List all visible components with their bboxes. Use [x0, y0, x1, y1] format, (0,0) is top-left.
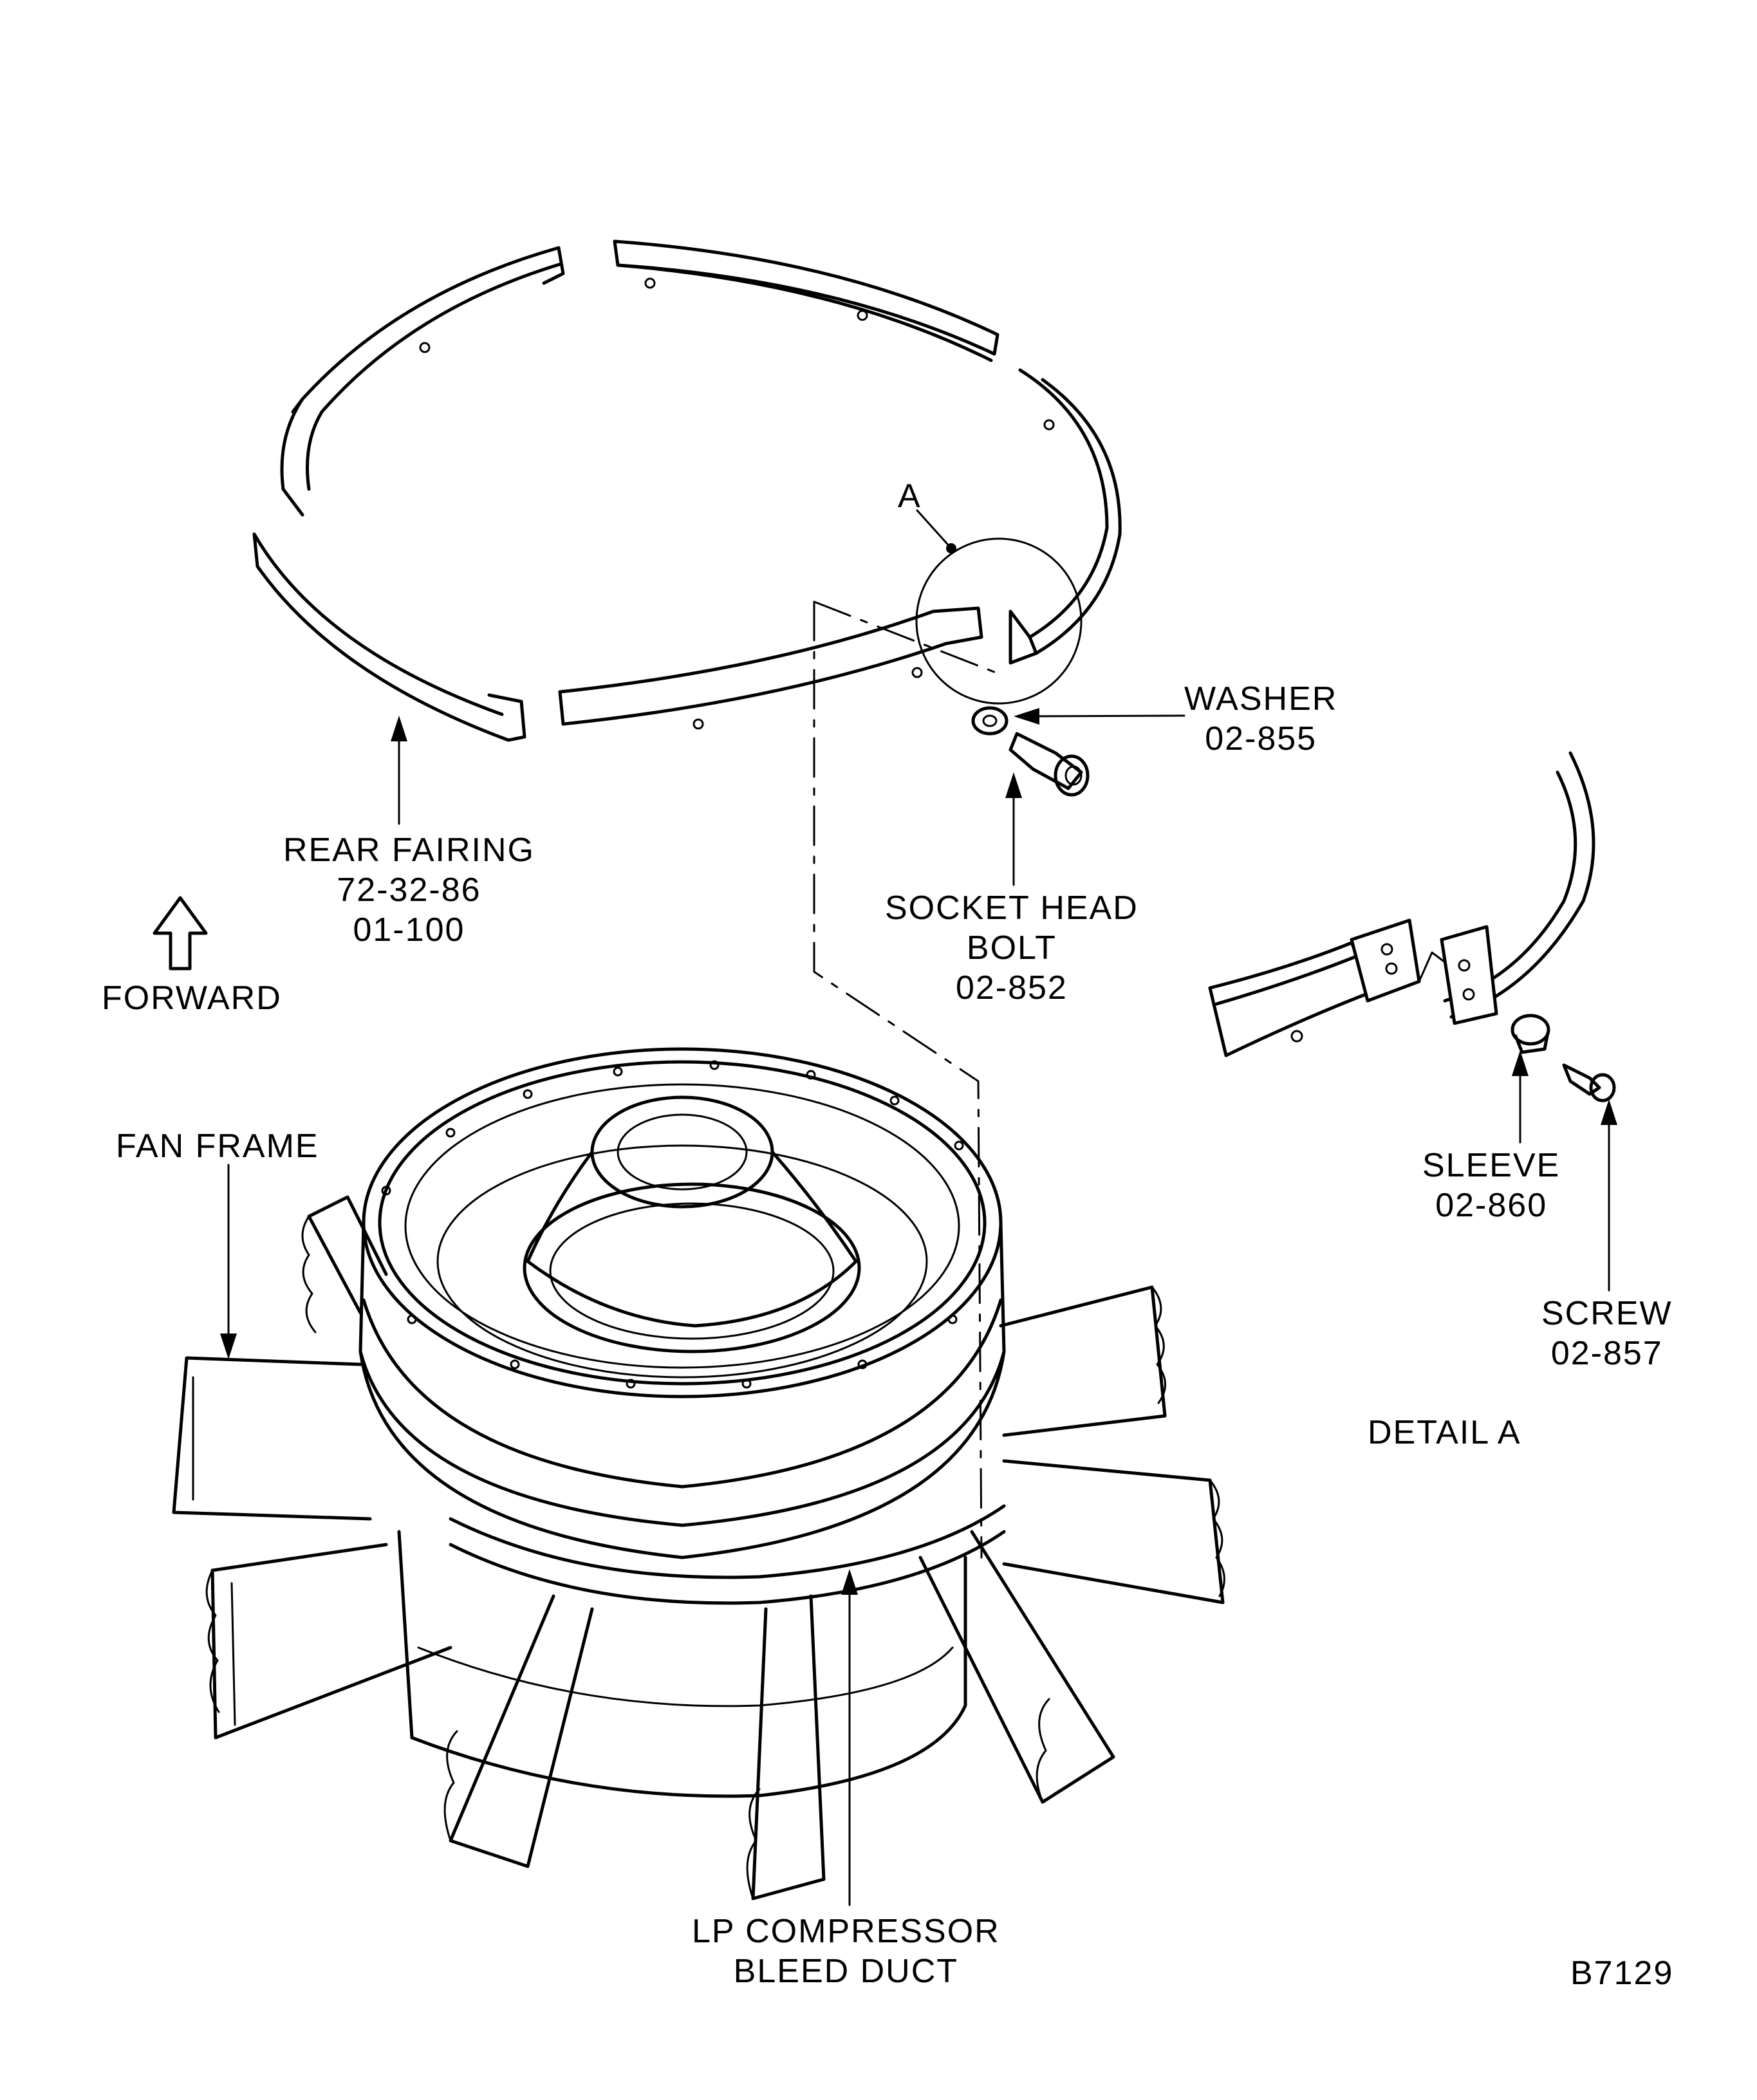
washer-name: WASHER — [1184, 680, 1338, 718]
socket-head-bolt-name-1: SOCKET HEAD — [885, 889, 1139, 927]
rear-fairing-ref: 72-32-86 — [337, 871, 481, 909]
figure-number: B7129 — [1570, 1955, 1674, 1992]
rear-fairing-part-number: 01-100 — [353, 911, 465, 949]
socket-head-bolt-label: SOCKET HEAD BOLT 02-852 — [885, 888, 1139, 1008]
detail-a-ref-label: A — [898, 478, 922, 515]
sleeve-label: SLEEVE 02-860 — [1422, 1146, 1560, 1225]
screw-label: SCREW 02-857 — [1541, 1294, 1673, 1373]
detail-a-title: DETAIL A — [1368, 1414, 1521, 1451]
socket-head-bolt-name-2: BOLT — [966, 929, 1057, 967]
detail-a-callout — [915, 509, 1083, 705]
screw-name: SCREW — [1541, 1295, 1673, 1332]
rear-fairing-name: REAR FAIRING — [283, 832, 535, 869]
rear-fairing-label: REAR FAIRING 72-32-86 01-100 — [283, 830, 535, 950]
forward-label: FORWARD — [102, 980, 282, 1017]
screw-part-number: 02-857 — [1550, 1335, 1663, 1372]
forward-arrow — [153, 896, 208, 971]
washer-part-number: 02-855 — [1205, 720, 1317, 757]
detail-a-drawing — [1208, 751, 1616, 1102]
washer-label: WASHER 02-855 — [1184, 679, 1337, 759]
rear-fairing-ring — [252, 239, 1122, 742]
washer-and-bolt-parts — [971, 706, 1090, 797]
sleeve-part-number: 02-860 — [1435, 1187, 1548, 1224]
fan-frame-label: FAN FRAME — [116, 1128, 319, 1165]
bleed-duct-name: BLEED DUCT — [733, 1953, 959, 1990]
lp-compressor-bleed-duct-label: LP COMPRESSOR BLEED DUCT — [692, 1911, 1000, 1991]
lp-compressor-name: LP COMPRESSOR — [692, 1913, 1000, 1950]
alignment-centerline — [813, 600, 1005, 1559]
leader-arrows — [220, 708, 1617, 1906]
sleeve-name: SLEEVE — [1422, 1147, 1561, 1184]
socket-head-bolt-part-number: 02-852 — [955, 969, 1068, 1007]
fan-frame — [172, 1047, 1225, 1900]
